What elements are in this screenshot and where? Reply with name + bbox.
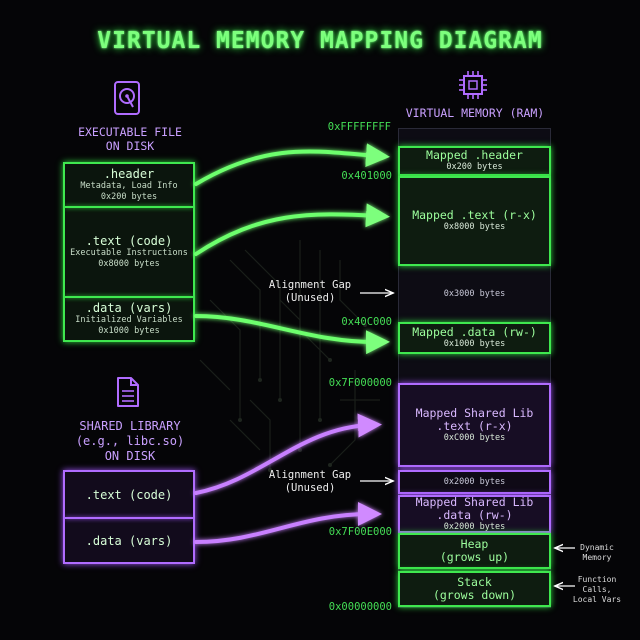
exe-section-title: .header	[103, 167, 155, 181]
library-label-line1: SHARED LIBRARY	[79, 419, 181, 433]
mem-segment-text[interactable]: Mapped .text (r-x) 0x8000 bytes	[398, 176, 551, 266]
mem-segment-title: Stack	[457, 575, 492, 589]
mem-segment-size: 0x1000 bytes	[443, 339, 506, 349]
alignment-gap-note-1: Alignment Gap (Unused)	[255, 279, 365, 305]
mem-segment-lib-data[interactable]: Mapped Shared Lib .data (rw-) 0x2000 byt…	[398, 495, 551, 533]
address-7f00e000: 0x7F00E000	[328, 526, 392, 538]
note-line2: (Unused)	[284, 292, 336, 304]
exe-section-text[interactable]: .text (code) Executable Instructions 0x8…	[65, 208, 193, 296]
mem-segment-subtitle: (grows up)	[439, 550, 510, 564]
mem-segment-title: Mapped Shared Lib	[415, 494, 534, 509]
mem-segment-title: Mapped .header	[426, 148, 523, 162]
mem-segment-size: 0x200 bytes	[446, 162, 503, 172]
shared-library-box: .text (code) .data (vars)	[63, 470, 195, 564]
executable-label-line2: ON DISK	[105, 139, 155, 153]
mem-gap-size: 0x2000 bytes	[443, 477, 506, 487]
address-7f000000: 0x7F000000	[328, 377, 392, 389]
lib-section-data[interactable]: .data (vars)	[65, 519, 193, 562]
mem-segment-header[interactable]: Mapped .header 0x200 bytes	[398, 146, 551, 176]
mem-segment-subtitle: (grows down)	[432, 588, 517, 602]
mem-segment-title: Mapped .text (r-x)	[412, 208, 537, 222]
note-line1: Dynamic	[580, 543, 614, 552]
stack-note: Function Calls, Local Vars	[570, 575, 624, 605]
memory-label: VIRTUAL MEMORY (RAM)	[405, 106, 545, 120]
exe-section-header[interactable]: .header Metadata, Load Info 0x200 bytes	[65, 164, 193, 206]
note-line1: Function	[577, 575, 617, 584]
note-line1: Alignment Gap	[268, 469, 352, 481]
lib-section-text[interactable]: .text (code)	[65, 472, 193, 517]
address-401000: 0x401000	[341, 170, 392, 182]
heap-note: Dynamic Memory	[572, 543, 622, 563]
exe-section-size: 0x1000 bytes	[98, 326, 160, 336]
mem-segment-title: Heap	[460, 537, 489, 551]
note-line3: Local Vars	[572, 595, 622, 604]
exe-section-data[interactable]: .data (vars) Initialized Variables 0x100…	[65, 298, 193, 340]
note-line1: Alignment Gap	[268, 279, 352, 291]
mem-gap-2: 0x2000 bytes	[398, 470, 551, 494]
mem-segment-title: Mapped Shared Lib	[415, 405, 534, 420]
mem-segment-subtitle: .data (rw-)	[436, 507, 513, 522]
mem-segment-subtitle: .text (r-x)	[436, 418, 513, 433]
address-40c000: 0x40C000	[341, 316, 392, 328]
mem-segment-stack[interactable]: Stack (grows down)	[398, 571, 551, 607]
exe-section-size: 0x200 bytes	[100, 192, 158, 202]
mem-segment-size: 0x8000 bytes	[443, 222, 506, 232]
mem-segment-lib-text[interactable]: Mapped Shared Lib .text (r-x) 0xC000 byt…	[398, 383, 551, 467]
mem-segment-data[interactable]: Mapped .data (rw-) 0x1000 bytes	[398, 322, 551, 354]
executable-file-box: .header Metadata, Load Info 0x200 bytes …	[63, 162, 195, 342]
exe-section-size: 0x8000 bytes	[98, 259, 160, 269]
executable-label: EXECUTABLE FILE ON DISK	[50, 125, 210, 153]
address-bottom: 0x00000000	[328, 601, 392, 613]
note-line2: (Unused)	[284, 482, 336, 494]
mem-segment-size: 0xC000 bytes	[443, 432, 506, 443]
alignment-gap-note-2: Alignment Gap (Unused)	[255, 469, 365, 495]
document-icon	[117, 377, 139, 407]
mem-segment-title: Mapped .data (rw-)	[412, 325, 537, 339]
library-label: SHARED LIBRARY (e.g., libc.so) ON DISK	[40, 419, 220, 464]
hard-disk-icon	[114, 81, 140, 115]
exe-section-desc: Initialized Variables	[75, 315, 183, 325]
library-label-line2: (e.g., libc.so)	[75, 434, 185, 448]
executable-label-line1: EXECUTABLE FILE	[78, 125, 182, 139]
cpu-chip-icon	[459, 71, 487, 99]
exe-section-desc: Metadata, Load Info	[80, 181, 178, 191]
note-line2: Calls,	[582, 585, 612, 594]
lib-section-title: .data (vars)	[85, 533, 173, 548]
mem-segment-heap[interactable]: Heap (grows up)	[398, 533, 551, 569]
library-label-line3: ON DISK	[104, 449, 156, 463]
mem-gap-1: 0x3000 bytes	[399, 272, 550, 316]
address-top: 0xFFFFFFFF	[327, 121, 391, 133]
page-title: VIRTUAL MEMORY MAPPING DIAGRAM	[97, 28, 543, 54]
note-line2: Memory	[582, 553, 612, 562]
exe-section-title: .data (vars)	[85, 301, 173, 315]
mem-segment-size: 0x2000 bytes	[443, 521, 506, 532]
mem-gap-size: 0x3000 bytes	[443, 289, 506, 299]
lib-section-title: .text (code)	[85, 487, 173, 502]
exe-section-desc: Executable Instructions	[70, 248, 188, 258]
exe-section-title: .text (code)	[85, 234, 173, 248]
